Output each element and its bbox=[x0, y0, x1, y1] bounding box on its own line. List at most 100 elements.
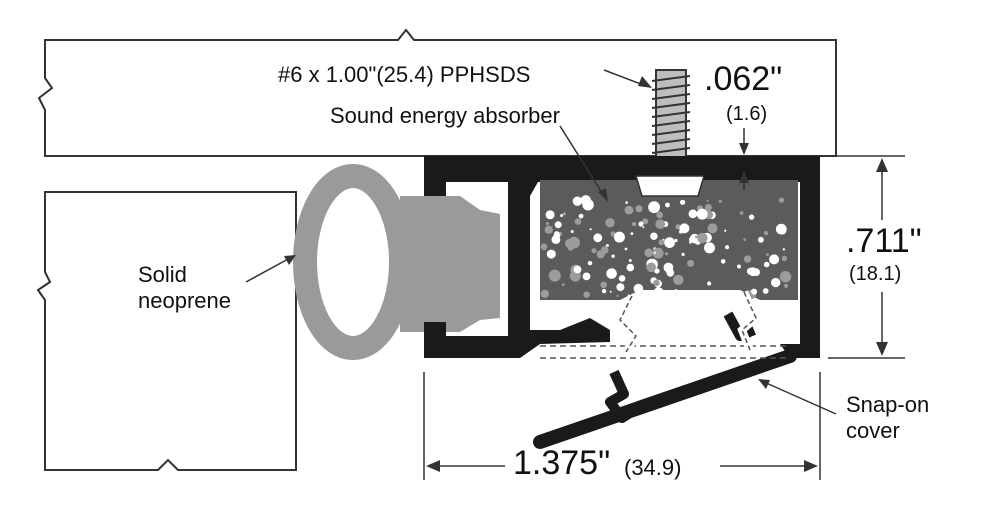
foam-bubble bbox=[655, 219, 666, 230]
foam-bubble bbox=[689, 240, 692, 244]
foam-bubble bbox=[642, 218, 649, 225]
door-slab bbox=[36, 191, 297, 471]
foam-bubble bbox=[616, 294, 619, 297]
screw-thread bbox=[651, 138, 691, 145]
foam-bubble bbox=[562, 212, 567, 216]
foam-bubble bbox=[758, 236, 764, 243]
foam-bubble bbox=[560, 214, 564, 217]
foam-bubble bbox=[625, 201, 628, 204]
foam-bubble bbox=[783, 283, 789, 288]
neoprene-callout: Solid neoprene bbox=[138, 262, 231, 315]
cover-callout-line1: Snap-on bbox=[846, 392, 930, 417]
foam-bubble bbox=[674, 238, 678, 243]
thickness-dimension: .062" bbox=[704, 60, 783, 98]
foam-bubble bbox=[718, 199, 722, 203]
foam-bubble bbox=[638, 221, 644, 227]
foam-bubble bbox=[601, 288, 607, 294]
neoprene-callout-line2: neoprene bbox=[138, 288, 231, 314]
foam-bubble bbox=[687, 259, 695, 267]
cover-callout-line2: cover bbox=[846, 418, 900, 444]
foam-bubble bbox=[546, 249, 556, 259]
foam-bubble bbox=[781, 255, 788, 262]
height-dimension: .711" bbox=[846, 222, 922, 260]
foam-bubble bbox=[674, 289, 678, 292]
foam-bubble bbox=[739, 211, 744, 215]
screw-thread bbox=[651, 102, 691, 109]
width-dimension-mm: (34.9) bbox=[624, 455, 682, 480]
foam-bubble bbox=[696, 208, 708, 220]
screw-thread bbox=[651, 93, 691, 100]
foam-bubble bbox=[591, 248, 597, 254]
foam-bubble bbox=[724, 229, 727, 232]
foam-bubble bbox=[748, 214, 755, 220]
foam-bubble bbox=[544, 225, 553, 234]
foam-bubble bbox=[676, 290, 685, 300]
foam-bubble bbox=[613, 231, 625, 243]
foam-bubble bbox=[769, 254, 780, 265]
foam-bubble bbox=[545, 222, 550, 226]
foam-bubble bbox=[540, 243, 548, 251]
foam-bubble bbox=[626, 263, 635, 272]
foam-bubble bbox=[748, 267, 758, 277]
foam-bubble bbox=[695, 235, 698, 239]
foam-bubble bbox=[762, 288, 769, 294]
foam-bubble bbox=[704, 242, 715, 254]
foam-bubble bbox=[578, 213, 584, 219]
screw-thread bbox=[651, 147, 691, 154]
foam-bubble bbox=[751, 288, 758, 295]
foam-bubble bbox=[611, 254, 615, 258]
foam-bubble bbox=[596, 250, 605, 259]
foam-bubble bbox=[743, 255, 752, 263]
foam-bubble bbox=[593, 233, 603, 243]
thickness-dimension-mm: (1.6) bbox=[726, 103, 768, 125]
foam-bubble bbox=[779, 271, 792, 283]
height-dimension-mm: (18.1) bbox=[849, 263, 902, 285]
aluminum-extrusion bbox=[424, 156, 820, 358]
cover-callout: Snap-on cover bbox=[846, 392, 929, 445]
foam-bubble bbox=[624, 247, 628, 251]
foam-bubble bbox=[628, 259, 632, 262]
foam-bubble bbox=[540, 289, 550, 298]
foam-bubble bbox=[766, 253, 769, 256]
foam-bubble bbox=[771, 277, 781, 288]
neoprene-seal bbox=[293, 164, 510, 360]
screw-thread bbox=[651, 111, 691, 118]
sound-absorber-foam bbox=[540, 175, 798, 300]
foam-bubble bbox=[778, 197, 785, 203]
foam-bubble bbox=[737, 264, 741, 269]
foam-bubble bbox=[605, 218, 615, 228]
foam-bubble bbox=[582, 272, 591, 281]
screw-thread bbox=[651, 120, 691, 127]
foam-bubble bbox=[681, 252, 685, 256]
foam-bubble bbox=[606, 268, 617, 279]
screw-thread bbox=[651, 129, 691, 136]
neoprene-callout-line1: Solid bbox=[138, 262, 187, 287]
foam-bubble bbox=[616, 283, 625, 292]
foam-bubble bbox=[644, 248, 654, 258]
absorber-callout: Sound energy absorber bbox=[330, 103, 560, 128]
foam-bubble bbox=[573, 265, 582, 274]
foam-bubble bbox=[618, 275, 626, 282]
width-dimension: 1.375" bbox=[513, 444, 611, 482]
foam-bubble bbox=[673, 274, 684, 285]
foam-bubble bbox=[679, 223, 690, 234]
foam-bubble bbox=[688, 209, 698, 219]
foam-bubble bbox=[635, 205, 643, 213]
foam-bubble bbox=[548, 269, 561, 282]
screw-icon bbox=[651, 69, 691, 159]
leader-lines bbox=[245, 69, 837, 415]
foam-bubble bbox=[704, 203, 712, 211]
foam-bubble bbox=[665, 252, 669, 256]
foam-bubble bbox=[605, 244, 609, 247]
foam-bubble bbox=[707, 281, 712, 286]
foam-bubble bbox=[600, 281, 608, 289]
foam-bubble bbox=[763, 230, 769, 236]
foam-bubble bbox=[554, 221, 562, 229]
foam-bubble bbox=[554, 231, 560, 237]
foam-bubble bbox=[646, 262, 656, 273]
foam-bubble bbox=[697, 232, 708, 244]
foam-bubble bbox=[706, 199, 709, 202]
foam-bubble bbox=[666, 268, 675, 277]
